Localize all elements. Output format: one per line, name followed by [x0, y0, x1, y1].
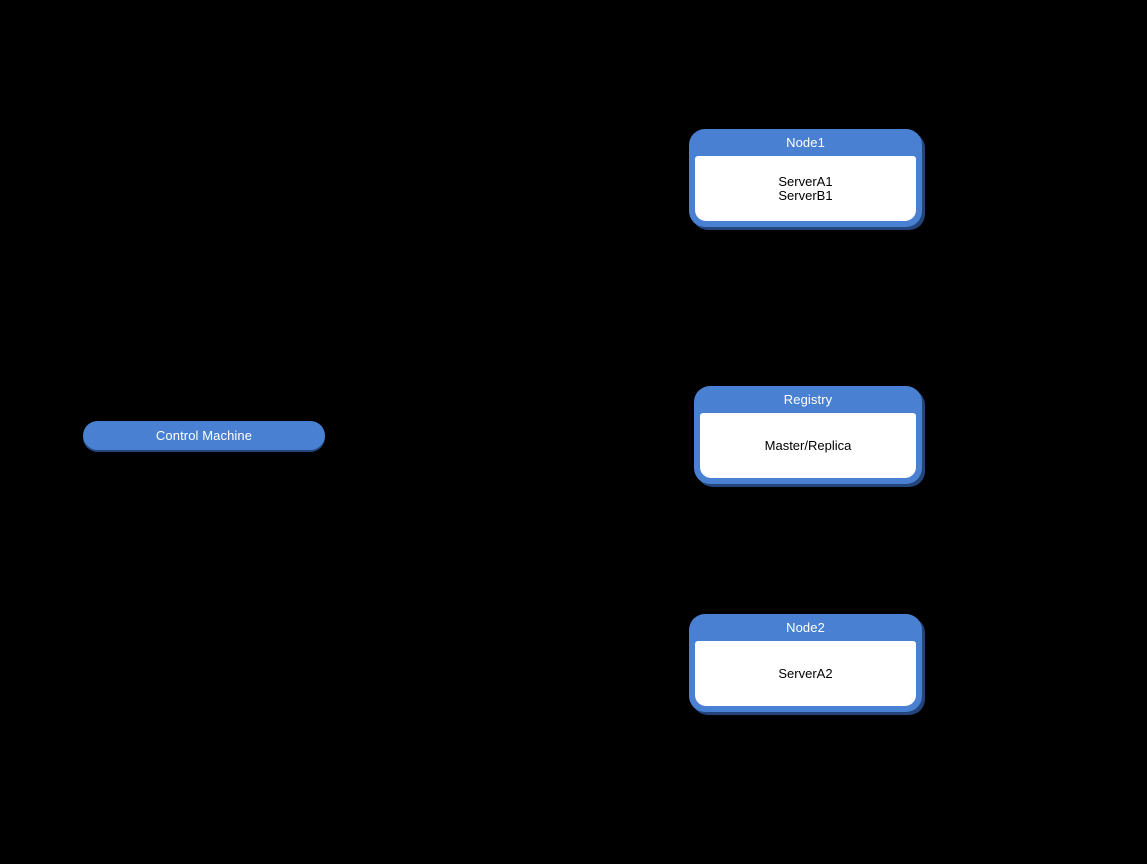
node1-title: Node1	[786, 135, 825, 150]
node-box-registry: Registry Master/Replica	[694, 386, 922, 484]
registry-body: Master/Replica	[700, 413, 916, 478]
node1-server-line: ServerA1	[778, 173, 833, 189]
node2-server-line: ServerA2	[778, 665, 833, 681]
registry-content-line: Master/Replica	[764, 437, 852, 453]
registry-title: Registry	[783, 392, 833, 407]
node2-body: ServerA2	[695, 641, 916, 706]
control-machine-label: Control Machine	[155, 428, 253, 443]
node1-body: ServerA1 ServerB1	[695, 156, 916, 221]
node2-title: Node2	[786, 620, 825, 635]
control-machine-shape: Control Machine	[83, 421, 325, 450]
node-box-node2: Node2 ServerA2	[689, 614, 922, 712]
node1-server-line: ServerB1	[778, 187, 833, 203]
node-box-node1: Node1 ServerA1 ServerB1	[689, 129, 922, 227]
